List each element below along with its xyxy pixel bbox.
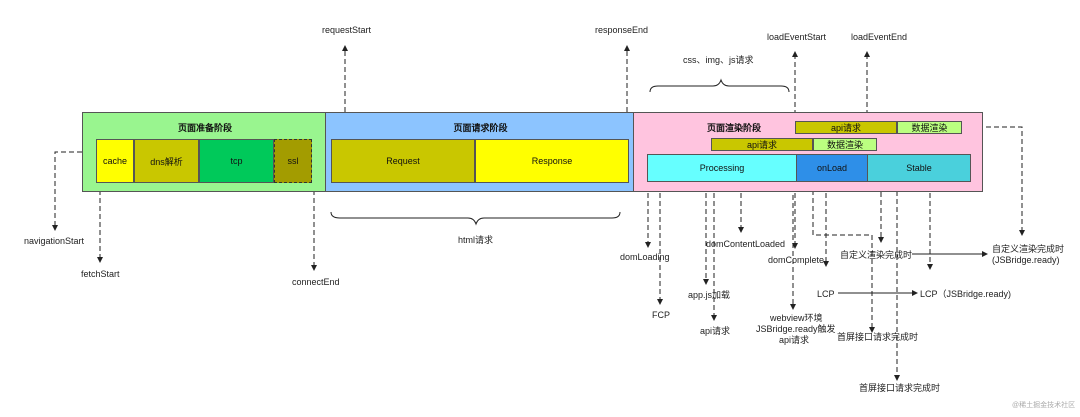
prep-phase-title: 页面准备阶段 bbox=[177, 123, 232, 133]
lcp-bridge-label: LCP（JSBridge.ready) bbox=[920, 289, 1012, 299]
first-screen-label-1: 首屏接口请求完成时 bbox=[837, 332, 919, 342]
response-end-label: responseEnd bbox=[595, 25, 649, 35]
onload-segment: onLoad bbox=[796, 154, 868, 182]
navigation-start-label: navigationStart bbox=[24, 236, 85, 246]
webview-label-line3: api请求 bbox=[779, 335, 810, 345]
app-js-label: app.js加载 bbox=[688, 290, 731, 300]
prep-phase: 页面准备阶段 cache dns解析 tcp ssl bbox=[82, 112, 326, 192]
api-request-label: api请求 bbox=[700, 326, 731, 336]
request-phase: 页面请求阶段 Request Response bbox=[325, 112, 634, 192]
dom-complete-label: domComplete bbox=[768, 255, 825, 265]
stable-segment: Stable bbox=[867, 154, 971, 182]
cache-segment: cache bbox=[96, 139, 134, 183]
webview-label-line1: webview环境 bbox=[770, 313, 823, 323]
ssl-segment: ssl bbox=[274, 139, 312, 183]
custom-render-bridge-line2: (JSBridge.ready) bbox=[992, 255, 1060, 265]
first-screen-label-2: 首屏接口请求完成时 bbox=[859, 383, 941, 393]
load-event-start-label: loadEventStart bbox=[767, 32, 827, 42]
load-event-end-label: loadEventEnd bbox=[851, 32, 908, 42]
dns-segment: dns解析 bbox=[134, 139, 199, 183]
response-segment: Response bbox=[475, 139, 629, 183]
webview-label-line2: JSBridge.ready触发 bbox=[756, 324, 836, 334]
custom-render-label: 自定义渲染完成时 bbox=[840, 250, 913, 260]
custom-render-bridge-line1: 自定义渲染完成时 bbox=[992, 244, 1065, 254]
fcp-label: FCP bbox=[652, 310, 670, 320]
request-start-label: requestStart bbox=[322, 25, 372, 35]
html-request-label: html请求 bbox=[458, 235, 494, 245]
data-render-bar-1: 数据渲染 bbox=[897, 121, 962, 134]
processing-segment: Processing bbox=[647, 154, 797, 182]
api-request-bar-1: api请求 bbox=[795, 121, 897, 134]
lcp-label: LCP bbox=[817, 289, 835, 299]
api-request-bar-2: api请求 bbox=[711, 138, 813, 151]
dom-loading-label: domLoading bbox=[620, 252, 670, 262]
tcp-segment: tcp bbox=[199, 139, 274, 183]
request-phase-title: 页面请求阶段 bbox=[453, 123, 508, 133]
dom-content-loaded-label: domContentLoaded bbox=[706, 239, 786, 249]
data-render-bar-2: 数据渲染 bbox=[813, 138, 877, 151]
watermark: @稀土掘金技术社区 bbox=[1012, 402, 1076, 409]
request-segment: Request bbox=[331, 139, 475, 183]
connect-end-label: connectEnd bbox=[292, 277, 340, 287]
fetch-start-label: fetchStart bbox=[81, 269, 120, 279]
render-phase-title: 页面渲染阶段 bbox=[706, 123, 761, 133]
resources-label: css、img、js请求 bbox=[683, 55, 754, 65]
